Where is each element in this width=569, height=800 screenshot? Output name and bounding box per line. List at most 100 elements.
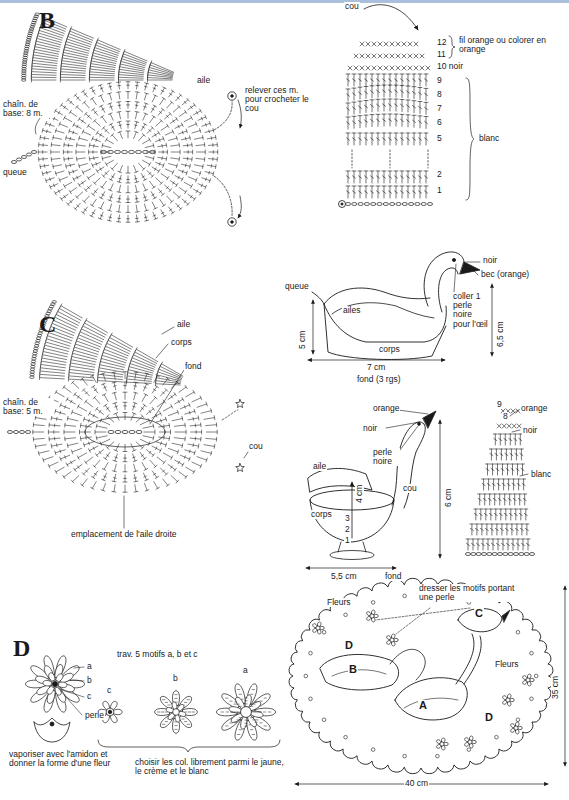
edge-chain [32,355,36,358]
colour-note: orange [520,404,548,413]
dimension: 7 cm [366,363,386,372]
dimension: 6,5 cm [496,320,505,348]
chain-stitch [529,553,534,556]
continuation-dots [352,150,428,168]
callout-letter: B [348,664,358,676]
chain-stitch [31,151,36,154]
stitch-round [48,382,201,482]
base-chain [122,150,128,153]
chain-stitch [396,203,401,206]
start-dot [231,221,234,224]
chain-stitch [371,203,376,206]
stitch-round [63,102,192,203]
flower-centre [241,707,252,718]
part-label: fond [184,362,203,371]
section-letter: B [38,8,56,32]
neck-arrow [364,5,418,30]
single-crochet-row [497,424,521,428]
part-label: cou [344,2,360,11]
dimension-line [492,284,493,356]
flower-petals [155,691,198,734]
petal-stitches [231,698,262,726]
leader-line [454,264,456,292]
row-number: 8 [502,412,509,421]
swan-wing [324,288,430,304]
stitch-row [486,464,525,475]
oval-hole [322,630,326,634]
base-chain [115,430,121,433]
chain-stitch [427,203,432,206]
single-crochet-row [354,54,424,58]
direction-arrow [238,100,241,128]
base-chain [136,430,142,433]
leader-line [150,370,184,424]
callout-letter: D [484,712,494,724]
base-chain [122,430,128,433]
oval-hole [516,630,520,634]
flower-petals [43,673,67,696]
chain-stitch [383,203,388,206]
stitch-row [346,171,428,183]
colour-note: noir [482,256,498,265]
stitch-row [478,494,527,505]
swan-a-neck [456,634,474,684]
leader-line [162,327,174,334]
row-number: 9 [436,76,443,85]
leader-line [474,271,478,275]
wing-row [89,38,120,82]
chain-stitch [476,553,481,556]
oval-hole [304,674,308,678]
dimension: 35 cm [551,675,560,700]
stitch-round [89,121,168,183]
section-letter: C [38,312,57,336]
dimension: 5 cm [298,330,307,350]
instruction-note: emplacement de l'aile droite [70,530,182,539]
instruction-note: choisir les col. librement parmi le jaun… [134,758,286,776]
chain-stitch [26,153,31,156]
callout-letter: a [242,666,249,675]
chain-stitch [481,553,486,556]
flower-petals [465,736,477,748]
edge-chain [36,337,40,340]
leader-line [466,262,480,263]
row-number: 9 [496,400,503,409]
star-mark [236,464,245,472]
part-label: cou [402,484,418,493]
section-letter: D [12,636,31,660]
oval-hole [309,697,313,701]
beak [502,610,510,622]
part-label: Fleurs [326,598,352,607]
part-label: corps [310,510,333,519]
row-number: 7 [436,104,443,113]
base-chain [101,150,107,153]
chain-stitch [390,203,395,206]
stitch-row [493,434,522,445]
neck-start-chain [214,101,232,130]
flower-petals [523,674,535,686]
flower-centre [51,680,59,688]
flower-petals [166,702,186,722]
colour-note: blanc [478,134,500,143]
scalloped-oval [289,578,553,773]
row-number: 5 [436,134,443,143]
chain-stitch [377,203,382,206]
part-label: cou [248,442,264,451]
oval-hole [403,594,407,598]
leader-line [35,118,40,134]
row-number: 1 [344,536,351,545]
row-number: 3 [344,514,351,523]
chain-stitch [487,553,492,556]
neck-start-chain [214,176,232,216]
chain-stitch [471,553,476,556]
chain-stitch [25,431,30,434]
base-chain [136,150,142,153]
chain-stitch [465,553,470,556]
stitch-round [64,392,186,472]
wing-row [69,319,108,382]
base-chain-note: chaîn. de base: 5 m. [2,398,54,416]
oval-hole [371,601,375,605]
flower-petals [313,622,325,634]
stitch-round [80,402,171,461]
